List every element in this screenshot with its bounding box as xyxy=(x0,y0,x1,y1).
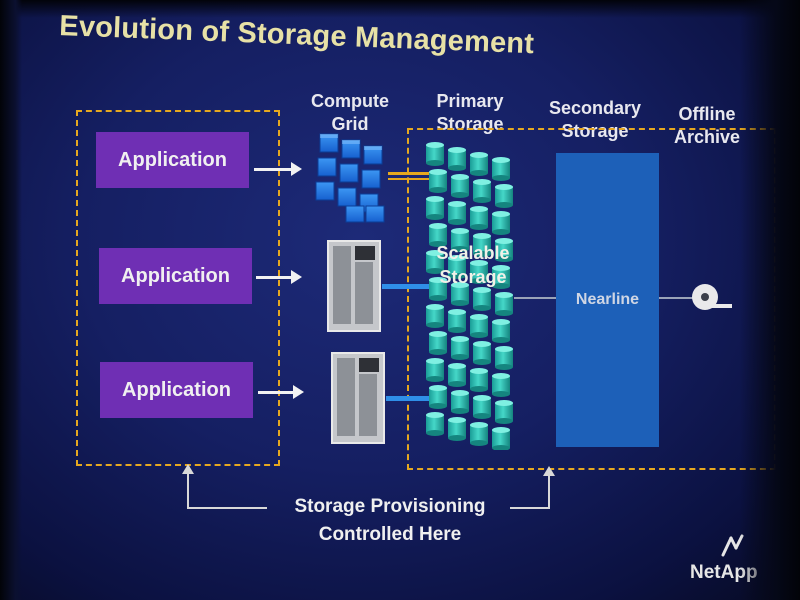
scalable-storage-line2: Storage xyxy=(439,267,507,287)
application-tier-group xyxy=(76,110,280,466)
label-compute-grid: Compute Grid xyxy=(300,90,400,136)
arrow-head-3 xyxy=(293,385,304,399)
bracket-left-vertical xyxy=(187,472,189,508)
disk-cylinder-icon xyxy=(448,147,466,171)
disk-cylinder-icon xyxy=(470,206,488,230)
nearline-storage-block: Nearline xyxy=(556,153,659,447)
disk-cylinder-icon xyxy=(426,142,444,166)
vignette-right xyxy=(740,0,800,600)
disk-cylinder-icon xyxy=(495,292,513,316)
application-box-1: Application xyxy=(96,132,249,188)
disk-cylinder-icon xyxy=(451,228,469,252)
label-secondary-storage-line2: Storage xyxy=(561,121,629,141)
bracket-left-horizontal xyxy=(187,507,267,509)
disk-cylinder-icon xyxy=(426,412,444,436)
disk-cylinder-icon xyxy=(448,201,466,225)
disk-cylinder-icon xyxy=(470,422,488,446)
disk-cylinder-icon xyxy=(495,400,513,424)
disk-cylinder-icon xyxy=(473,287,491,311)
scalable-storage-array xyxy=(426,142,513,450)
disk-cylinder-icon xyxy=(492,373,510,397)
disk-cylinder-icon xyxy=(448,363,466,387)
label-primary-storage-line1: Primary xyxy=(436,91,504,111)
application-box-3: Application xyxy=(100,362,253,418)
vignette-left xyxy=(0,0,22,600)
scalable-storage-line1: Scalable xyxy=(436,243,510,263)
label-offline-archive-line2: Archive xyxy=(673,127,741,147)
nearline-to-archive-link xyxy=(659,297,695,299)
disk-cylinder-icon xyxy=(492,427,510,450)
disk-cylinder-icon xyxy=(426,250,444,274)
vignette-top xyxy=(0,0,800,18)
provisioning-note-line2: Controlled Here xyxy=(318,524,462,545)
arrow-head-1 xyxy=(291,162,302,176)
disk-cylinder-icon xyxy=(429,277,447,301)
blade-server-icon xyxy=(327,240,381,332)
disk-cylinder-icon xyxy=(429,223,447,247)
bracket-arrow-left xyxy=(182,464,194,474)
label-offline-archive: Offline Archive xyxy=(665,103,749,149)
disk-cylinder-icon xyxy=(448,309,466,333)
arrow-line-1 xyxy=(254,168,292,171)
disk-cylinder-icon xyxy=(426,358,444,382)
disk-cylinder-icon xyxy=(492,211,510,235)
bracket-right-horizontal xyxy=(510,507,550,509)
compute-cluster-icon xyxy=(315,133,385,223)
bracket-right-vertical xyxy=(548,474,550,508)
storage-to-nearline-link xyxy=(514,297,558,299)
label-compute-grid-line2: Grid xyxy=(331,114,369,134)
disk-cylinder-icon xyxy=(492,319,510,343)
disk-cylinder-icon xyxy=(495,184,513,208)
disk-cylinder-icon xyxy=(492,265,510,289)
bracket-arrow-right xyxy=(543,466,555,476)
provisioning-note-line1: Storage Provisioning xyxy=(294,496,486,517)
disk-cylinder-icon xyxy=(473,179,491,203)
disk-cylinder-icon xyxy=(429,169,447,193)
disk-cylinder-icon xyxy=(429,385,447,409)
arrow-line-3 xyxy=(258,391,294,394)
blade-server-icon xyxy=(331,352,385,444)
label-secondary-storage: Secondary Storage xyxy=(540,97,650,143)
disk-cylinder-icon xyxy=(429,331,447,355)
label-compute-grid-line1: Compute xyxy=(311,91,389,111)
server-to-storage-link xyxy=(382,284,440,289)
arrow-line-2 xyxy=(256,276,292,279)
compute-to-storage-link xyxy=(388,178,438,180)
disk-cylinder-icon xyxy=(470,152,488,176)
disk-cylinder-icon xyxy=(451,336,469,360)
tape-reel-icon xyxy=(692,284,732,310)
label-secondary-storage-line1: Secondary xyxy=(548,98,642,118)
disk-cylinder-icon xyxy=(448,255,466,279)
disk-cylinder-icon xyxy=(451,174,469,198)
provisioning-note: Storage Provisioning Controlled Here xyxy=(250,493,530,549)
disk-cylinder-icon xyxy=(426,196,444,220)
disk-cylinder-icon xyxy=(473,233,491,257)
server-to-storage-link xyxy=(386,396,440,401)
disk-cylinder-icon xyxy=(470,368,488,392)
disk-cylinder-icon xyxy=(470,314,488,338)
disk-cylinder-icon xyxy=(473,395,491,419)
disk-cylinder-icon xyxy=(426,304,444,328)
scalable-storage-label: Scalable Storage xyxy=(423,241,523,289)
disk-cylinder-icon xyxy=(451,282,469,306)
disk-cylinder-icon xyxy=(492,157,510,181)
compute-to-storage-link xyxy=(388,172,438,175)
disk-cylinder-icon xyxy=(470,260,488,284)
application-box-2: Application xyxy=(99,248,252,304)
disk-cylinder-icon xyxy=(448,417,466,441)
disk-cylinder-icon xyxy=(495,238,513,262)
label-offline-archive-line1: Offline xyxy=(678,104,736,124)
disk-cylinder-icon xyxy=(473,341,491,365)
arrow-head-2 xyxy=(291,270,302,284)
disk-cylinder-icon xyxy=(495,346,513,370)
disk-cylinder-icon xyxy=(451,390,469,414)
